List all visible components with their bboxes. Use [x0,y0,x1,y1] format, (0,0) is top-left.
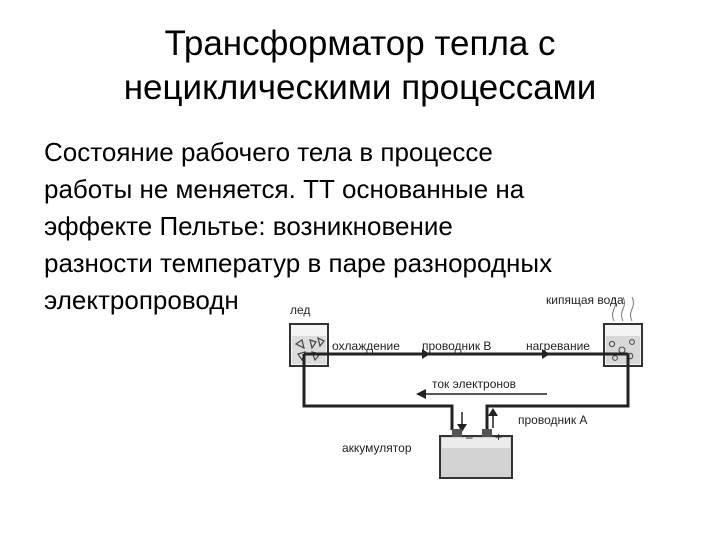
body-line-5: электропроводн [44,285,239,315]
battery-label: аккумулятор [342,441,412,455]
body-line-1: Состояние рабочего тела в процессе [44,137,493,167]
boiling-water-beaker [603,296,643,367]
body-line-4: разности температур в паре разнородных [44,248,553,278]
ice-beaker [289,323,329,367]
slide-title: Трансформатор тепла с нециклическими про… [0,22,720,110]
battery: – + [439,429,513,479]
conductor-b-arrow-2 [542,349,550,359]
electron-current-arrow [416,389,547,399]
conductor-b-label: проводник В [422,339,491,353]
electron-current-label: ток электронов [432,377,516,391]
peltier-diagram: – + лед кипящая вода охлаждение проводни… [282,288,662,498]
conductor-a-label: проводник А [518,413,587,427]
current-arrow-right [488,408,498,428]
peltier-diagram-svg: – + лед кипящая вода охлаждение проводни… [289,293,643,479]
body-line-3: эффекте Пельтье: возникновение [44,211,453,241]
conductor-a-wire-left [302,354,454,430]
cooling-label: охлаждение [332,339,400,353]
boiling-water-label: кипящая вода [546,293,624,307]
battery-minus-sign: – [466,430,473,444]
title-line-1: Трансформатор тепла с [164,24,556,63]
body-text: Состояние рабочего тела в процессе работ… [44,134,704,319]
conductor-b-arrow-1 [422,349,430,359]
ice-label: лед [290,303,310,317]
current-arrow-left [457,412,467,432]
heating-label: нагревание [526,339,590,353]
body-line-2: работы не меняется. ТТ основанные на [44,174,525,204]
conductor-a-wire-right [485,354,630,430]
battery-plus-sign: + [495,430,502,444]
title-line-2: нециклическими процессами [123,68,597,107]
